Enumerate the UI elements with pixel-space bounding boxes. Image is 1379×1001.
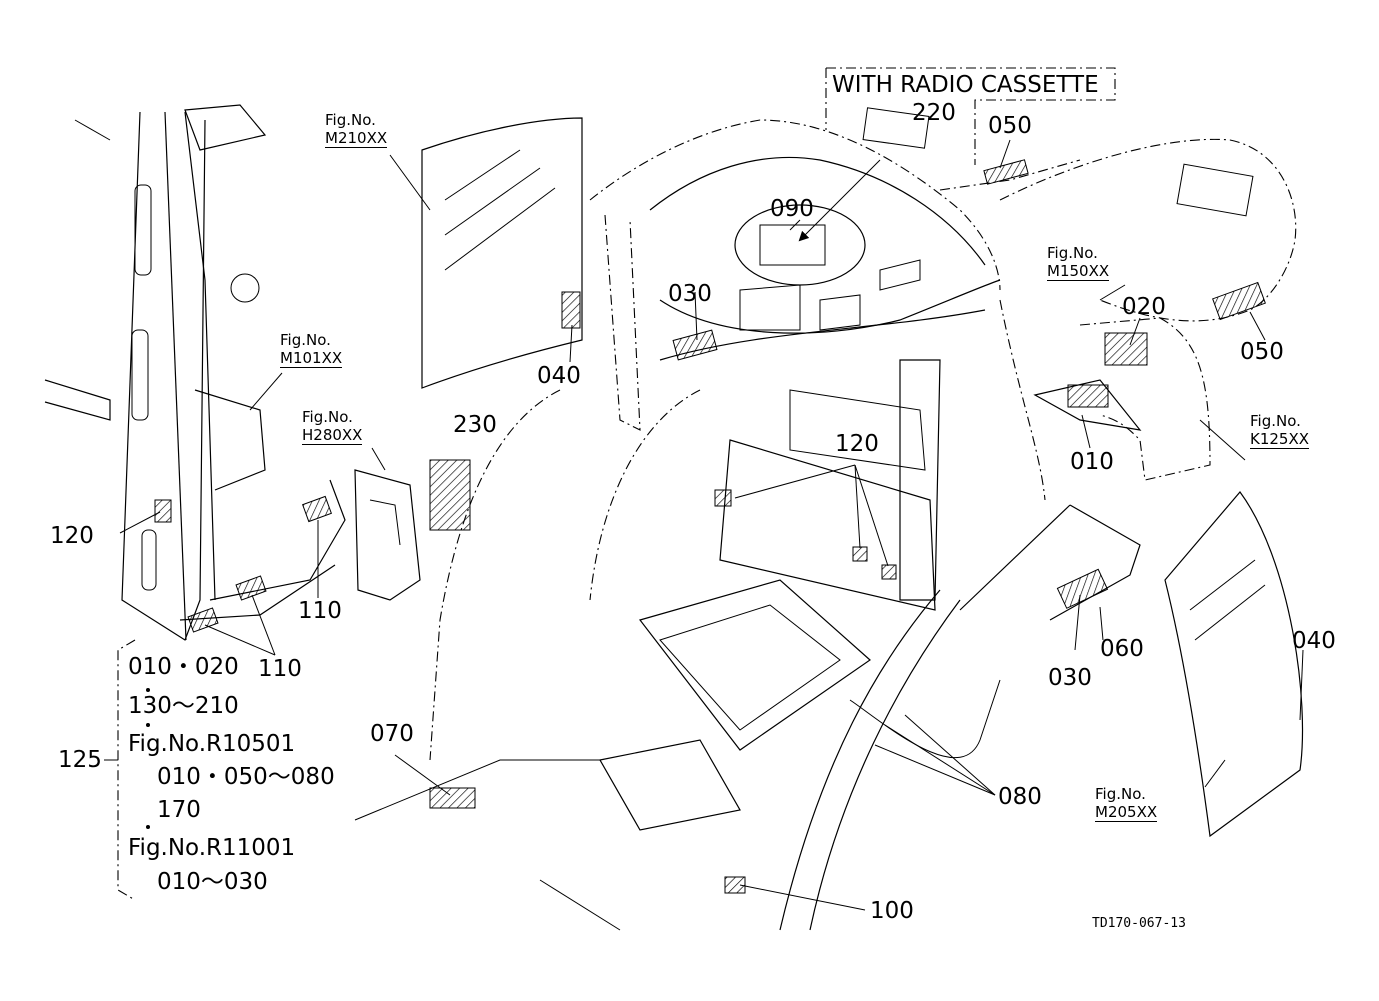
decal-230 bbox=[429, 459, 471, 531]
leader-lines bbox=[119, 139, 1304, 911]
fig-ref-k125: Fig.No. K125XX bbox=[1250, 412, 1310, 449]
radio-cassette-label: WITH RADIO CASSETTE bbox=[832, 72, 1099, 98]
decal-050-top bbox=[983, 159, 1029, 185]
part-number-060: 060 bbox=[1100, 636, 1144, 662]
roof-rear-cover bbox=[862, 107, 1297, 322]
decal-120-left bbox=[154, 499, 172, 523]
part-number-040-left: 040 bbox=[537, 363, 581, 389]
radio-cassette-callout bbox=[825, 67, 1116, 165]
kit-125-line-1: 010・020 bbox=[128, 654, 239, 680]
figure-code: TD170-067-13 bbox=[1092, 916, 1186, 931]
decals bbox=[154, 159, 1266, 894]
part-number-220: 220 bbox=[912, 100, 956, 126]
kit-125-line-5: 170 bbox=[157, 797, 201, 823]
part-number-040-right: 040 bbox=[1292, 628, 1336, 654]
part-number-050-top: 050 bbox=[988, 113, 1032, 139]
part-number-030-right: 030 bbox=[1048, 665, 1092, 691]
part-number-125: 125 bbox=[58, 747, 102, 773]
fig-ref-m150: Fig.No. M150XX bbox=[1047, 244, 1110, 281]
part-number-100: 100 bbox=[870, 898, 914, 924]
part-number-110-a: 110 bbox=[298, 598, 342, 624]
decal-030-right bbox=[1056, 568, 1109, 609]
decal-120-b bbox=[852, 546, 868, 562]
part-number-110-b: 110 bbox=[258, 656, 302, 682]
rear-glass-right bbox=[1164, 491, 1304, 838]
part-number-030-left: 030 bbox=[668, 281, 712, 307]
part-number-230: 230 bbox=[453, 412, 497, 438]
cabin-roof-frame bbox=[589, 119, 1001, 431]
part-number-090: 090 bbox=[770, 196, 814, 222]
decal-040-left bbox=[561, 291, 581, 329]
decal-070 bbox=[429, 787, 476, 809]
part-number-120-left: 120 bbox=[50, 523, 94, 549]
decal-020 bbox=[1104, 332, 1148, 366]
kit-125-line-6: Fig.No.R11001 bbox=[128, 835, 296, 861]
part-number-020: 020 bbox=[1122, 294, 1166, 320]
decal-120-a bbox=[714, 489, 732, 507]
fig-ref-m205: Fig.No. M205XX bbox=[1095, 785, 1158, 822]
decal-030-left bbox=[672, 329, 718, 361]
part-number-010: 010 bbox=[1070, 449, 1114, 475]
decal-110-a bbox=[302, 495, 332, 523]
decal-110-c bbox=[187, 607, 219, 633]
decal-010 bbox=[1067, 384, 1109, 408]
rear-glass-left bbox=[421, 117, 583, 389]
kit-125-bracket bbox=[104, 639, 150, 901]
fig-ref-m210: Fig.No. M210XX bbox=[325, 111, 388, 148]
kit-125-line-4: 010・050〜080 bbox=[157, 764, 335, 790]
decal-110-b bbox=[235, 575, 267, 601]
cabin-floor bbox=[354, 299, 1141, 931]
part-number-070: 070 bbox=[370, 721, 414, 747]
kit-125-line-2: 130〜210 bbox=[128, 693, 239, 719]
kit-125-line-3: Fig.No.R10501 bbox=[128, 731, 296, 757]
decal-050-right bbox=[1212, 281, 1266, 321]
fig-ref-m101: Fig.No. M101XX bbox=[280, 331, 343, 368]
left-side-frame bbox=[44, 104, 346, 641]
part-number-120-center: 120 bbox=[835, 431, 879, 457]
part-number-080: 080 bbox=[998, 784, 1042, 810]
decal-100 bbox=[724, 876, 746, 894]
side-bracket bbox=[354, 469, 421, 601]
decal-120-c bbox=[881, 564, 897, 580]
part-number-050-right: 050 bbox=[1240, 339, 1284, 365]
kit-125-line-7: 010〜030 bbox=[157, 869, 268, 895]
fig-ref-h280: Fig.No. H280XX bbox=[302, 408, 363, 445]
